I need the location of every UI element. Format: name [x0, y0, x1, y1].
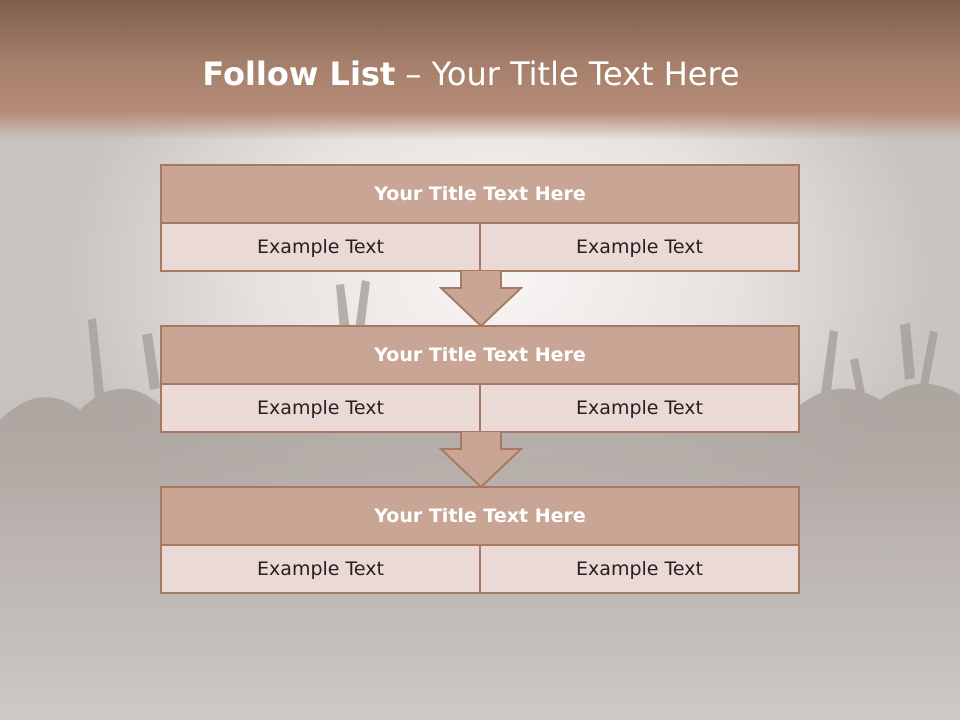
step-title: Your Title Text Here [162, 327, 798, 385]
step-row: Example Text Example Text [162, 385, 798, 431]
step-right-text: Example Text [479, 224, 798, 270]
step-title: Your Title Text Here [162, 166, 798, 224]
step-left-text: Example Text [162, 224, 479, 270]
step-box-1: Your Title Text Here Example Text Exampl… [160, 164, 800, 272]
step-row: Example Text Example Text [162, 546, 798, 592]
step-box-2: Your Title Text Here Example Text Exampl… [160, 325, 800, 433]
down-arrow-icon [439, 431, 523, 489]
title-banner [0, 0, 960, 140]
step-row: Example Text Example Text [162, 224, 798, 270]
slide-title-bold: Follow List [202, 55, 396, 93]
step-left-text: Example Text [162, 385, 479, 431]
slide-title: Follow List – Your Title Text Here [0, 55, 942, 93]
down-arrow-icon [439, 270, 523, 328]
step-box-3: Your Title Text Here Example Text Exampl… [160, 486, 800, 594]
slide-title-rest: – Your Title Text Here [395, 55, 740, 93]
step-title: Your Title Text Here [162, 488, 798, 546]
step-right-text: Example Text [479, 546, 798, 592]
step-left-text: Example Text [162, 546, 479, 592]
step-right-text: Example Text [479, 385, 798, 431]
